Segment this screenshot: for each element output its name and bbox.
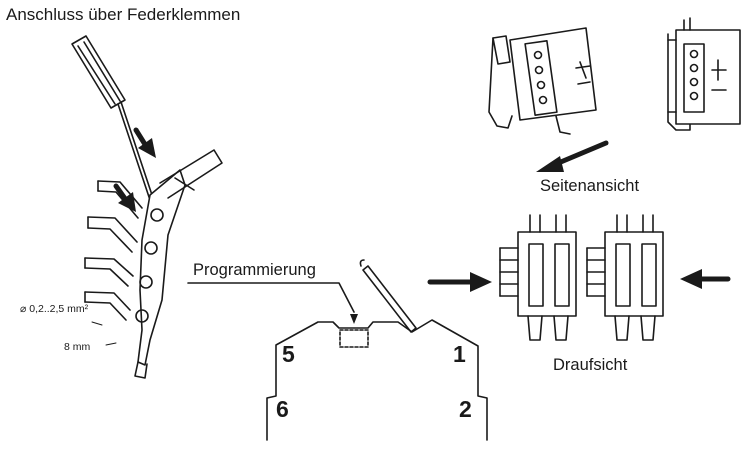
side-view-label: Seitenansicht: [540, 177, 640, 195]
programming-label: Programmierung: [193, 261, 316, 279]
terminal-2-label: 2: [459, 396, 472, 422]
top-view-arrow-right: [680, 269, 731, 289]
side-view-straight: [667, 17, 741, 131]
strip-length-label: 8 mm: [64, 341, 91, 353]
side-view-tilted: [488, 27, 597, 135]
top-view-left-module: [499, 214, 577, 341]
programming-leader: [187, 282, 358, 324]
wire-size-label: ⌀ 0,2..2,5 mm²: [20, 303, 89, 315]
top-view-right-module: [586, 214, 664, 341]
terminal-5-label: 5: [282, 341, 295, 367]
terminal-6-label: 6: [276, 396, 289, 422]
diagram-title: Anschluss über Federklemmen: [6, 5, 241, 24]
side-view-arrow: [536, 140, 609, 172]
screwdriver: [71, 35, 154, 201]
housing-outline: [266, 319, 488, 441]
programming-lever: [359, 259, 417, 333]
clamp-block: [134, 149, 223, 379]
top-view-arrow-left: [427, 272, 492, 292]
dimension-marks: [91, 321, 117, 346]
terminal-1-label: 1: [453, 341, 466, 367]
programming-slot: [339, 329, 369, 348]
insertion-arrows: [113, 127, 156, 212]
top-view-label: Draufsicht: [553, 356, 628, 374]
